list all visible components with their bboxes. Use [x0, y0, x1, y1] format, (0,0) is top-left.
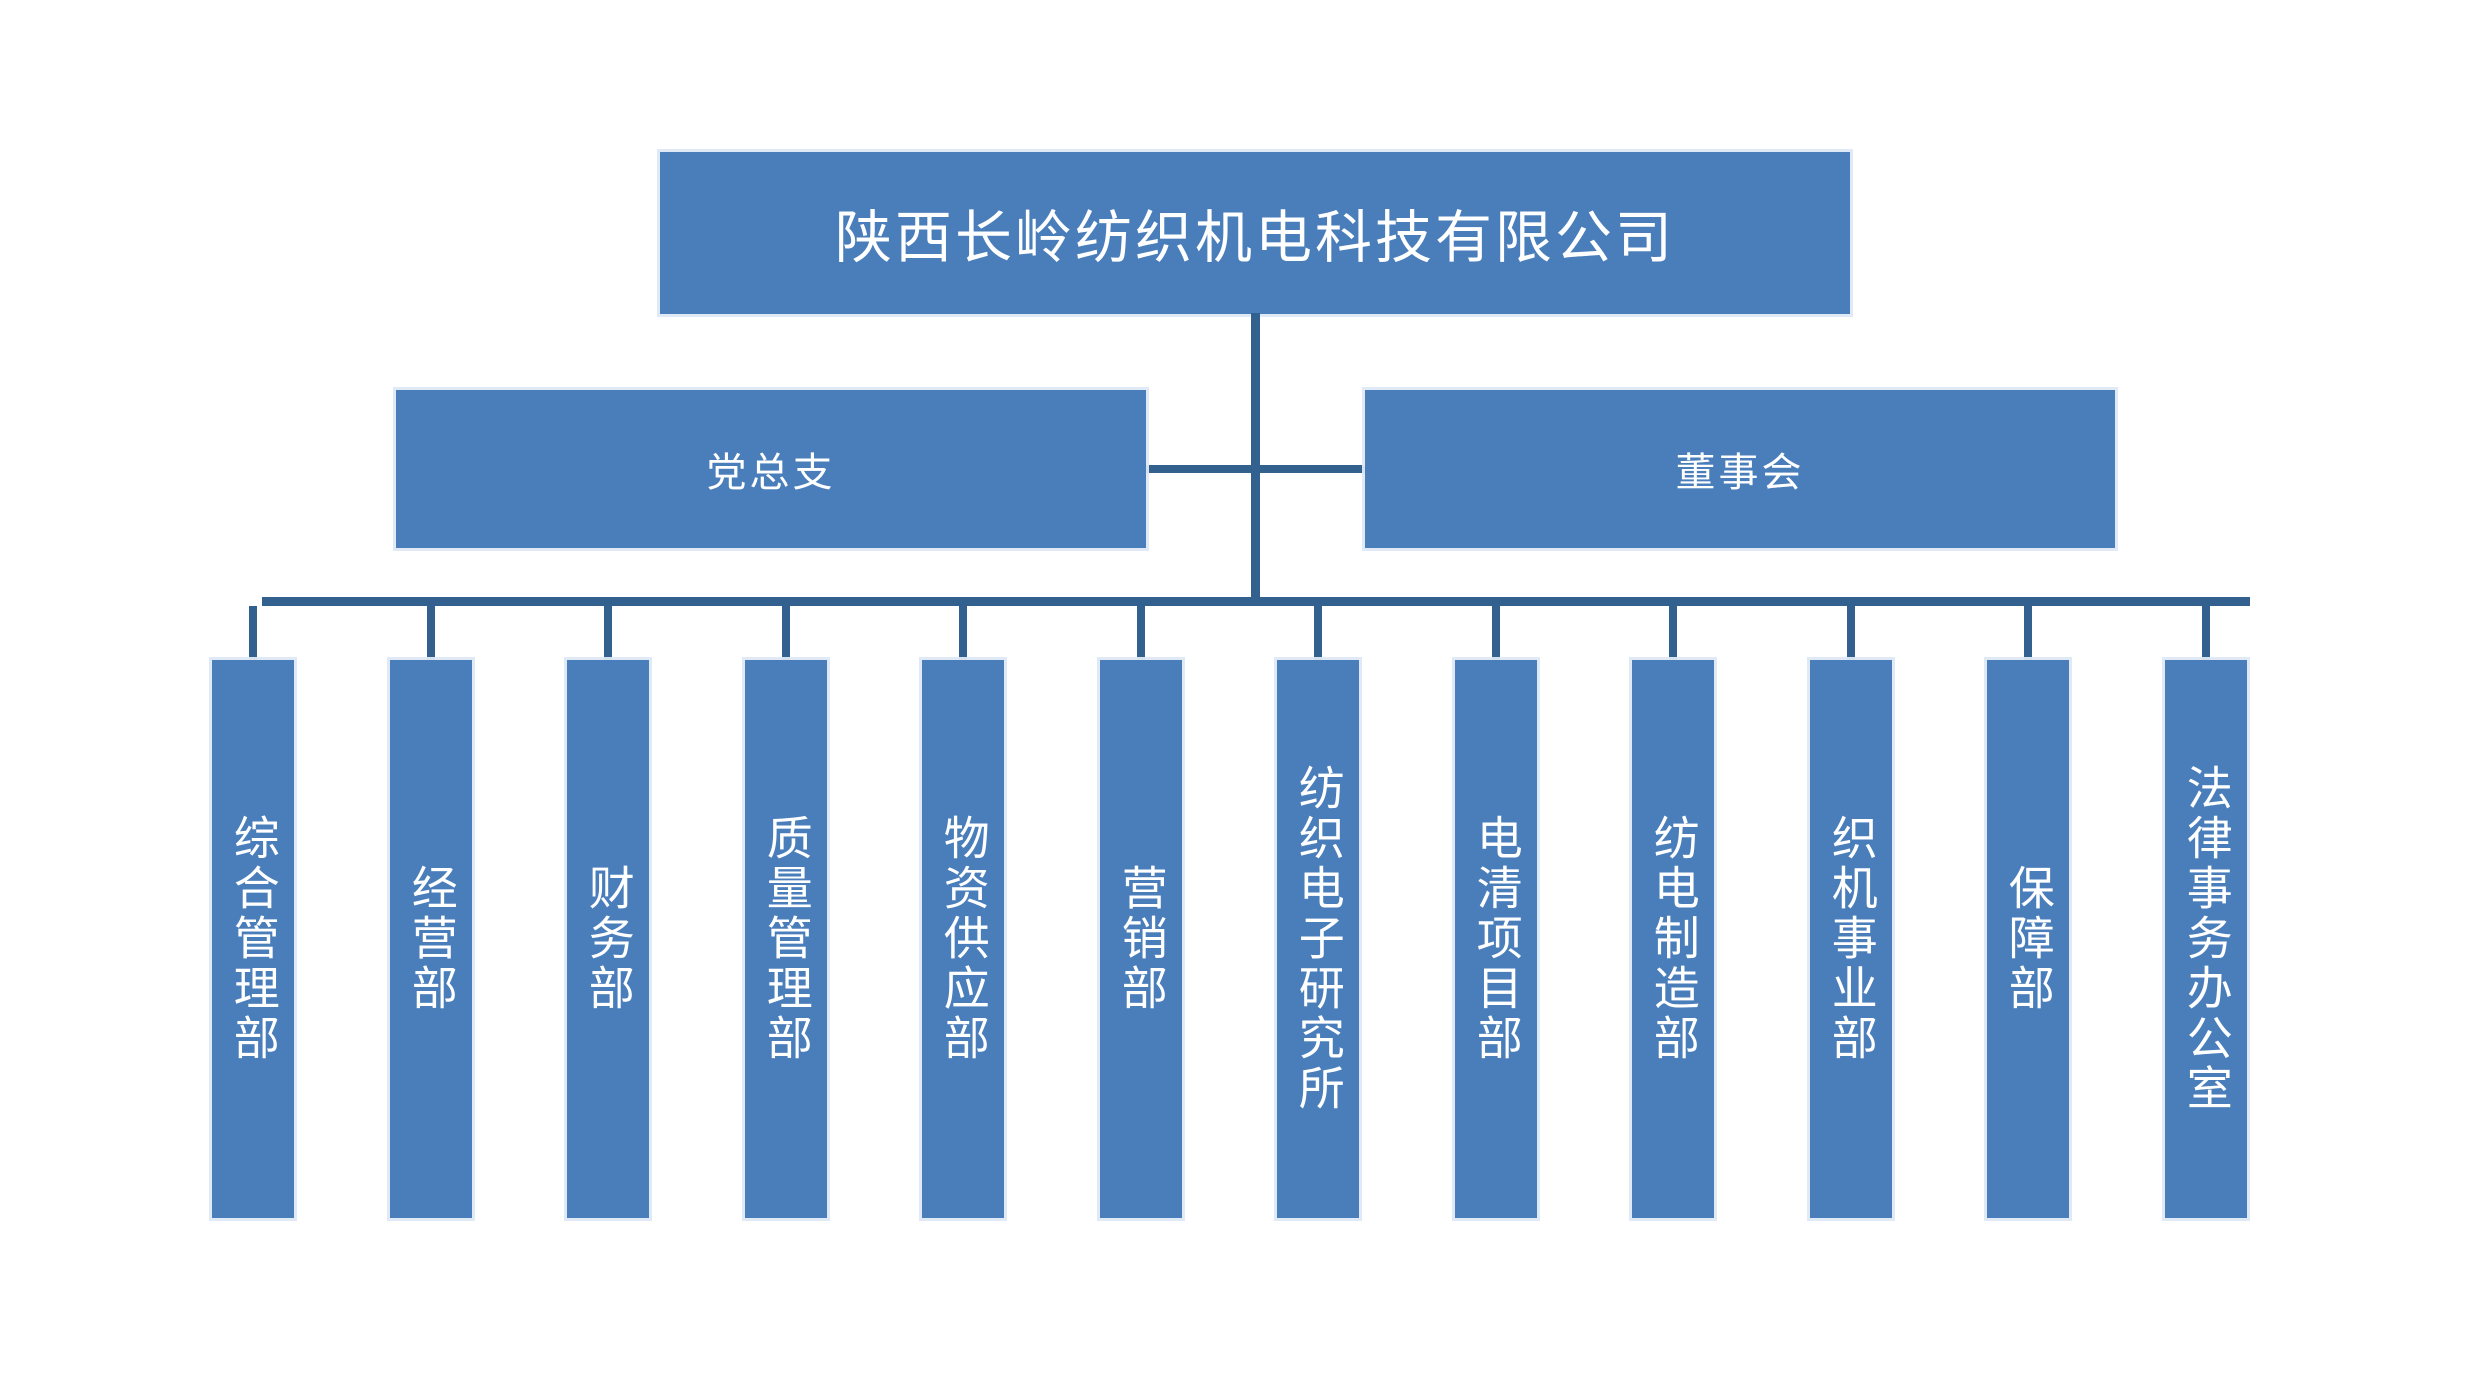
org-node-department[interactable]: 质量管理部 — [745, 660, 827, 1218]
org-node-department[interactable]: 织机事业部 — [1810, 660, 1892, 1218]
connector-drop-12 — [2202, 606, 2210, 662]
org-node-department[interactable]: 综合管理部 — [212, 660, 294, 1218]
connector-drop-8 — [1492, 606, 1500, 662]
connector-drop-1 — [249, 606, 257, 662]
department-label: 综合管理部 — [226, 814, 281, 1064]
department-label: 营销部 — [1114, 864, 1169, 1014]
connector-drop-10 — [1847, 606, 1855, 662]
department-label: 保障部 — [2001, 864, 2056, 1014]
department-label: 纺电制造部 — [1646, 814, 1701, 1064]
org-node-department[interactable]: 保障部 — [1987, 660, 2069, 1218]
connector-drop-7 — [1314, 606, 1322, 662]
connector-department-bus — [262, 597, 2250, 606]
connector-trunk-vertical — [1251, 313, 1260, 601]
org-node-party-branch[interactable]: 党总支 — [396, 390, 1146, 548]
department-label: 物资供应部 — [936, 814, 991, 1064]
department-label: 经营部 — [404, 864, 459, 1014]
org-node-department[interactable]: 财务部 — [567, 660, 649, 1218]
party-branch-label: 党总支 — [706, 450, 836, 496]
connector-drop-5 — [959, 606, 967, 662]
connector-drop-3 — [604, 606, 612, 662]
org-node-department[interactable]: 物资供应部 — [922, 660, 1004, 1218]
org-node-department[interactable]: 经营部 — [390, 660, 472, 1218]
department-label: 财务部 — [581, 864, 636, 1014]
connector-drop-11 — [2024, 606, 2032, 662]
org-node-department[interactable]: 电清项目部 — [1455, 660, 1537, 1218]
department-label: 电清项目部 — [1469, 814, 1524, 1064]
org-node-department[interactable]: 纺电制造部 — [1632, 660, 1714, 1218]
org-node-company[interactable]: 陕西长岭纺织机电科技有限公司 — [660, 152, 1850, 314]
department-label: 织机事业部 — [1824, 814, 1879, 1064]
org-node-board[interactable]: 董事会 — [1365, 390, 2115, 548]
department-label: 法律事务办公室 — [2179, 764, 2234, 1114]
company-title: 陕西长岭纺织机电科技有限公司 — [835, 205, 1675, 271]
connector-drop-6 — [1137, 606, 1145, 662]
connector-level2-crossbar — [1146, 465, 1368, 473]
department-label: 纺织电子研究所 — [1291, 764, 1346, 1114]
org-node-department[interactable]: 营销部 — [1100, 660, 1182, 1218]
org-node-department[interactable]: 纺织电子研究所 — [1277, 660, 1359, 1218]
connector-drop-4 — [782, 606, 790, 662]
connector-drop-9 — [1669, 606, 1677, 662]
org-node-department[interactable]: 法律事务办公室 — [2165, 660, 2247, 1218]
connector-drop-2 — [427, 606, 435, 662]
board-label: 董事会 — [1675, 450, 1805, 496]
department-label: 质量管理部 — [759, 814, 814, 1064]
